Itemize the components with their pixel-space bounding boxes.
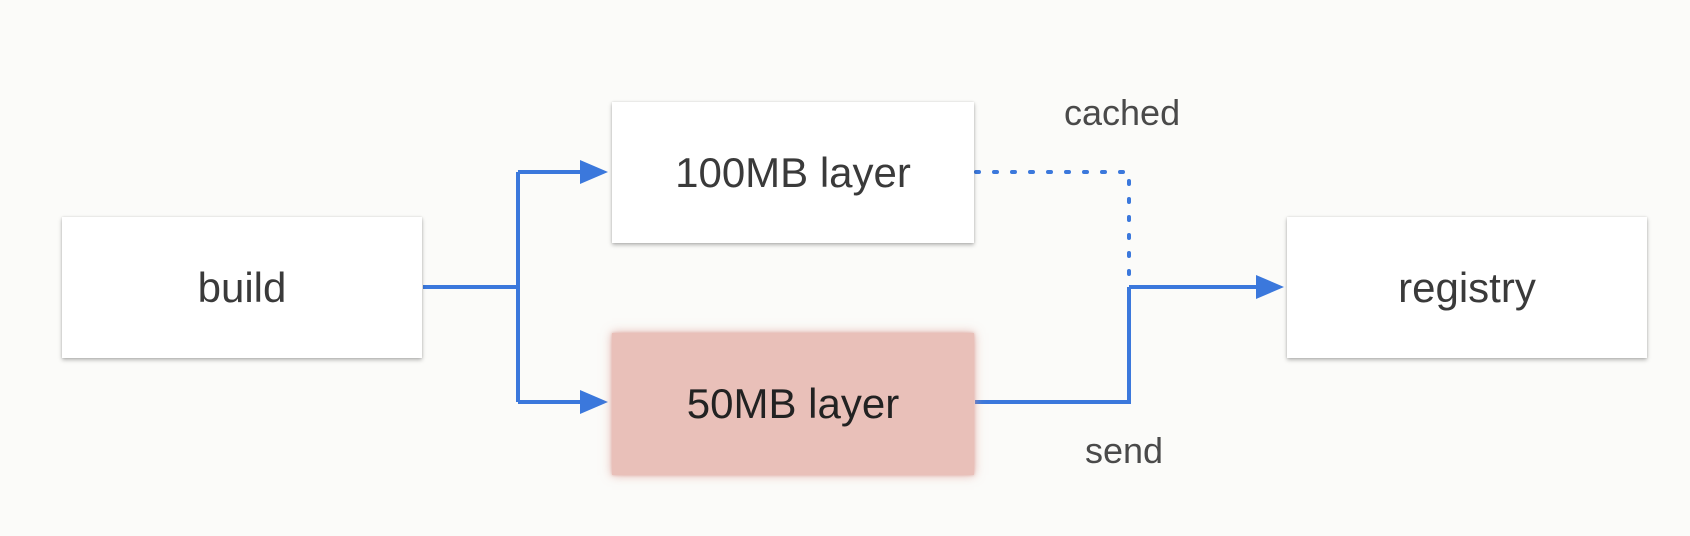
node-50mb-layer-label: 50MB layer: [686, 380, 900, 427]
edge-label-cached: cached: [1064, 92, 1181, 133]
node-100mb-layer-label: 100MB layer: [675, 148, 911, 196]
arrowhead-100mb-layer: [580, 160, 608, 184]
node-50mb-layer: 50MB layer: [612, 333, 974, 475]
node-registry: registry: [1287, 217, 1647, 358]
arrowhead-registry: [1256, 275, 1284, 299]
node-100mb-layer: 100MB layer: [612, 102, 974, 243]
node-build: build: [62, 217, 422, 358]
edge-label-send: send: [1085, 430, 1164, 471]
edge-send: [975, 287, 1131, 404]
edge-cached-dotted: [974, 170, 1131, 287]
node-registry-label: registry: [1398, 263, 1536, 311]
arrowhead-50mb-layer: [580, 390, 608, 414]
node-build-label: build: [197, 263, 287, 311]
